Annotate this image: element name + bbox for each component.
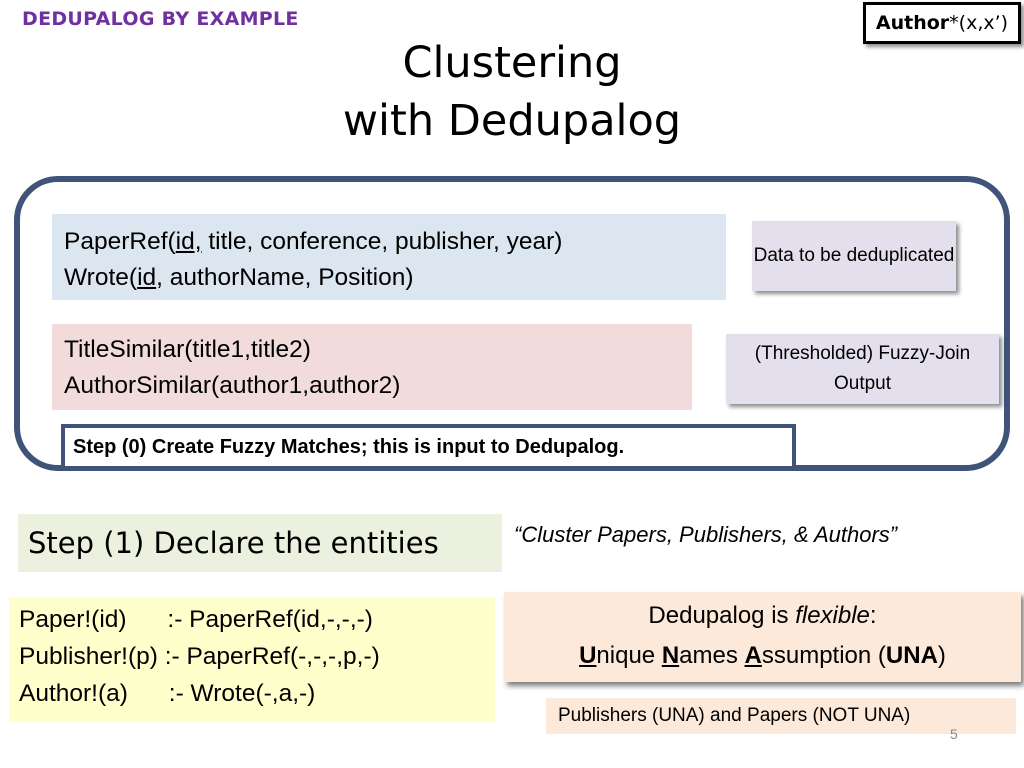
- paper-rule: Paper!(id) :- PaperRef(id,-,-,-): [19, 606, 373, 633]
- predicate-tag-args: *(x,x’): [949, 12, 1009, 34]
- fuzzy-note: (Thresholded) Fuzzy-Join Output: [726, 334, 999, 404]
- slide-title: Clustering with Dedupalog: [0, 34, 1024, 150]
- wrote-schema: Wrote(id, authorName, Position): [64, 264, 414, 291]
- flexible-box: Dedupalog is flexible: Unique Names Assu…: [504, 592, 1021, 682]
- flexible-line: Dedupalog is flexible:: [648, 602, 877, 629]
- predicate-tag: Author*(x,x’): [863, 2, 1021, 44]
- publisher-rule: Publisher!(p) :- PaperRef(-,-,-,p,-): [19, 643, 380, 670]
- cluster-quote: “Cluster Papers, Publishers, & Authors”: [514, 522, 898, 547]
- title-similar: TitleSimilar(title1,title2): [64, 336, 311, 363]
- slide-header: DEDUPALOG BY EXAMPLE: [22, 8, 299, 30]
- data-note: Data to be deduplicated: [752, 221, 956, 291]
- step1-heading: Step (1) Declare the entities: [18, 514, 502, 572]
- paperref-schema: PaperRef(id, title, conference, publishe…: [64, 228, 563, 255]
- step0-caption: Step (0) Create Fuzzy Matches; this is i…: [61, 424, 796, 470]
- slide-title-line2: with Dedupalog: [342, 96, 682, 146]
- predicate-tag-name: Author: [875, 12, 950, 34]
- fuzzy-schema-box: TitleSimilar(title1,title2) AuthorSimila…: [52, 324, 692, 410]
- data-schema-box: PaperRef(id, title, conference, publishe…: [52, 214, 726, 300]
- una-line: Unique Names Assumption (UNA): [579, 642, 946, 669]
- slide-title-line1: Clustering: [402, 38, 622, 88]
- author-similar: AuthorSimilar(author1,author2): [64, 372, 401, 399]
- page-number: 5: [950, 726, 958, 742]
- una-note: Publishers (UNA) and Papers (NOT UNA): [546, 698, 1016, 734]
- entity-rules: Paper!(id) :- PaperRef(id,-,-,-) Publishe…: [9, 597, 495, 721]
- author-rule: Author!(a) :- Wrote(-,a,-): [19, 680, 316, 707]
